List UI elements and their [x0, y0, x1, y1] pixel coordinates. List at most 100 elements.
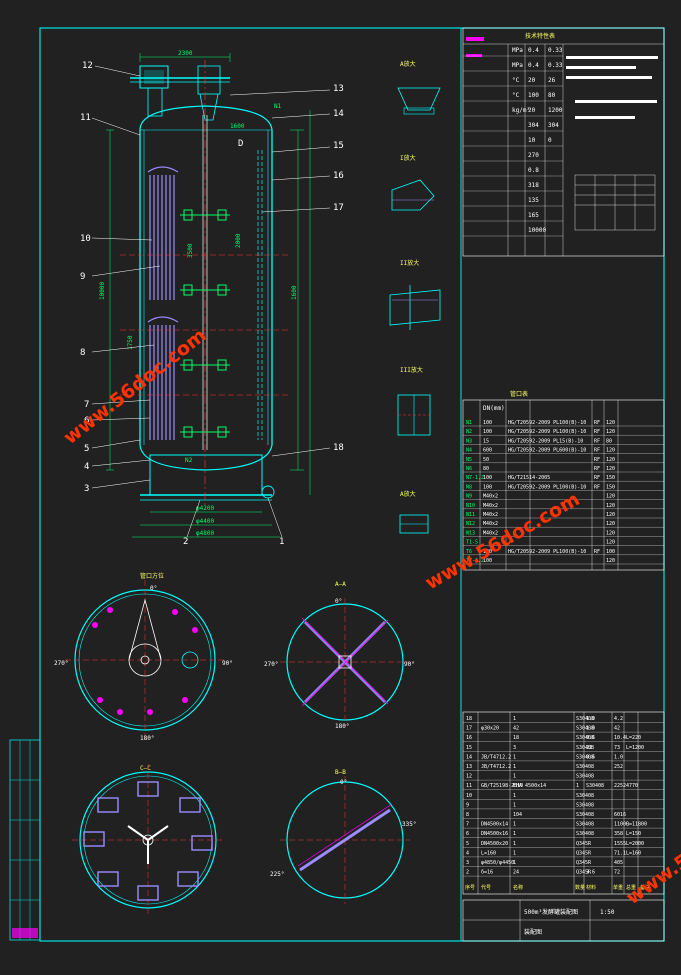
parts-cell: S30408: [576, 802, 594, 808]
parts-cell: 4770: [626, 783, 638, 789]
nozzle-cell: RF: [594, 420, 600, 426]
nozzle-cell: RF: [594, 448, 600, 454]
tech-cell: 0: [548, 137, 552, 144]
dim-skirt: φ4800: [196, 530, 214, 537]
dim-base-id: φ4200: [196, 505, 214, 512]
watermark-text: www.56doc.com: [60, 324, 211, 449]
nozzle-cell: 15: [483, 438, 489, 444]
parts-cell: 1555: [614, 841, 626, 847]
dim-1750: 1750: [127, 335, 134, 350]
part-label: 6: [84, 416, 89, 426]
nozzle-cell: HG/T20592-2009 PL600(B)-10: [508, 448, 586, 454]
section-aa-title: A—A: [335, 581, 346, 588]
parts-cell: 12: [466, 774, 472, 780]
parts-cell: 2252: [614, 783, 626, 789]
parts-cell: L=150: [626, 831, 641, 837]
angle-label: 180°: [140, 735, 154, 742]
tech-cell: 304: [528, 122, 539, 129]
part-label: 13: [333, 84, 344, 94]
nozzle-cell: RF: [594, 484, 600, 490]
tech-cell: 270: [528, 152, 539, 159]
tech-cell: 20: [528, 107, 536, 114]
parts-cell: DN4500x16: [481, 831, 508, 837]
parts-cell: 11: [466, 783, 472, 789]
parts-cell: φ4850/φ4450: [481, 860, 514, 866]
parts-cell: EHA 4500x14: [513, 783, 546, 789]
nozzle-cell: T6: [466, 549, 472, 555]
detail-title-2: I放大: [400, 154, 416, 162]
angle-label: 270°: [264, 661, 278, 668]
angle-label: 0°: [335, 598, 342, 605]
dim-shell-height: 10000: [99, 282, 106, 300]
parts-cell: δ=16: [481, 870, 493, 876]
angle-label: 90°: [222, 660, 233, 667]
part-label: 3: [84, 484, 89, 494]
parts-cell: 42: [614, 726, 620, 732]
nozzle-cell: M40x2: [483, 494, 498, 500]
parts-cell: 1: [513, 841, 516, 847]
nozzle-cell: M40x2: [483, 530, 498, 536]
parts-cell: 0.6: [586, 735, 595, 741]
parts-cell: 14: [466, 754, 472, 760]
nozzle-cell: N11: [466, 512, 475, 518]
parts-cell: 1.0: [586, 726, 595, 732]
nozzle-cell: 80: [606, 438, 612, 444]
nozzle-cell: 120: [606, 466, 615, 472]
part-label: 7: [84, 400, 89, 410]
parts-cell: 1.0: [614, 754, 623, 760]
parts-cell: 16: [466, 735, 472, 741]
tech-cell: 135: [528, 197, 539, 204]
parts-cell: 1: [513, 860, 516, 866]
tech-cell: 10000: [528, 227, 546, 234]
parts-cell: 1: [513, 850, 516, 856]
parts-cell: L=11800: [626, 822, 647, 828]
nozzle-cell: 120: [606, 530, 615, 536]
nozzle-cell: N2: [466, 429, 472, 435]
nozzle-cell: M40x2: [483, 512, 498, 518]
part-label: 5: [84, 444, 89, 454]
nozzle-cell: 100: [483, 549, 492, 555]
parts-cell: 3: [513, 745, 516, 751]
nozzle-cell: HG/T20592-2009 PL100(B)-10: [508, 549, 586, 555]
tech-cell: 0.8: [528, 167, 539, 174]
parts-cell: 1.0: [586, 716, 595, 722]
parts-cell: 3.6: [586, 870, 595, 876]
parts-cell: 358: [614, 831, 623, 837]
part-label: 18: [333, 443, 344, 453]
angle-label: 225°: [270, 871, 284, 878]
parts-cell: 0.6: [586, 754, 595, 760]
angle-label: 335°: [402, 821, 416, 828]
parts-footer-cell: 名称: [513, 884, 523, 891]
nozzle-cell: RF: [594, 438, 600, 444]
parts-cell: Q345R: [576, 841, 592, 847]
part-label: 17: [333, 203, 344, 213]
nozzle-cell: 50: [483, 457, 489, 463]
angle-label: 180°: [335, 723, 349, 730]
parts-cell: S30408: [576, 812, 594, 818]
detail-title-1: A放大: [400, 60, 416, 68]
nozzle-cell: M40x2: [483, 521, 498, 527]
nozzle-cell: N9: [466, 494, 472, 500]
part-label: 2: [183, 537, 188, 547]
top-view: 管口方位 0° 90° 180° 270°: [54, 572, 233, 742]
tech-cell: 0.4: [528, 47, 539, 54]
nozzle-cell: 80: [483, 466, 489, 472]
tech-cell: MPa: [512, 62, 523, 69]
tech-cell: 26: [548, 77, 556, 84]
parts-cell: 17: [466, 726, 472, 732]
part-label: 15: [333, 141, 344, 151]
parts-cell: JB/T4712.2: [481, 764, 511, 770]
tech-cell: 100: [528, 92, 539, 99]
nozzle-cell: N13: [466, 530, 475, 536]
parts-cell: 252: [614, 764, 623, 770]
nozzle-cell: 100: [606, 549, 615, 555]
nozzle-cell: 120: [606, 521, 615, 527]
parts-cell: 1: [513, 764, 516, 770]
section-aa: A—A 0° 90° 180° 270°: [264, 581, 415, 730]
parts-cell: 1: [513, 802, 516, 808]
tech-cell: 0.33: [548, 47, 563, 54]
part-leaders: [91, 65, 331, 538]
part-label: 10: [80, 234, 91, 244]
